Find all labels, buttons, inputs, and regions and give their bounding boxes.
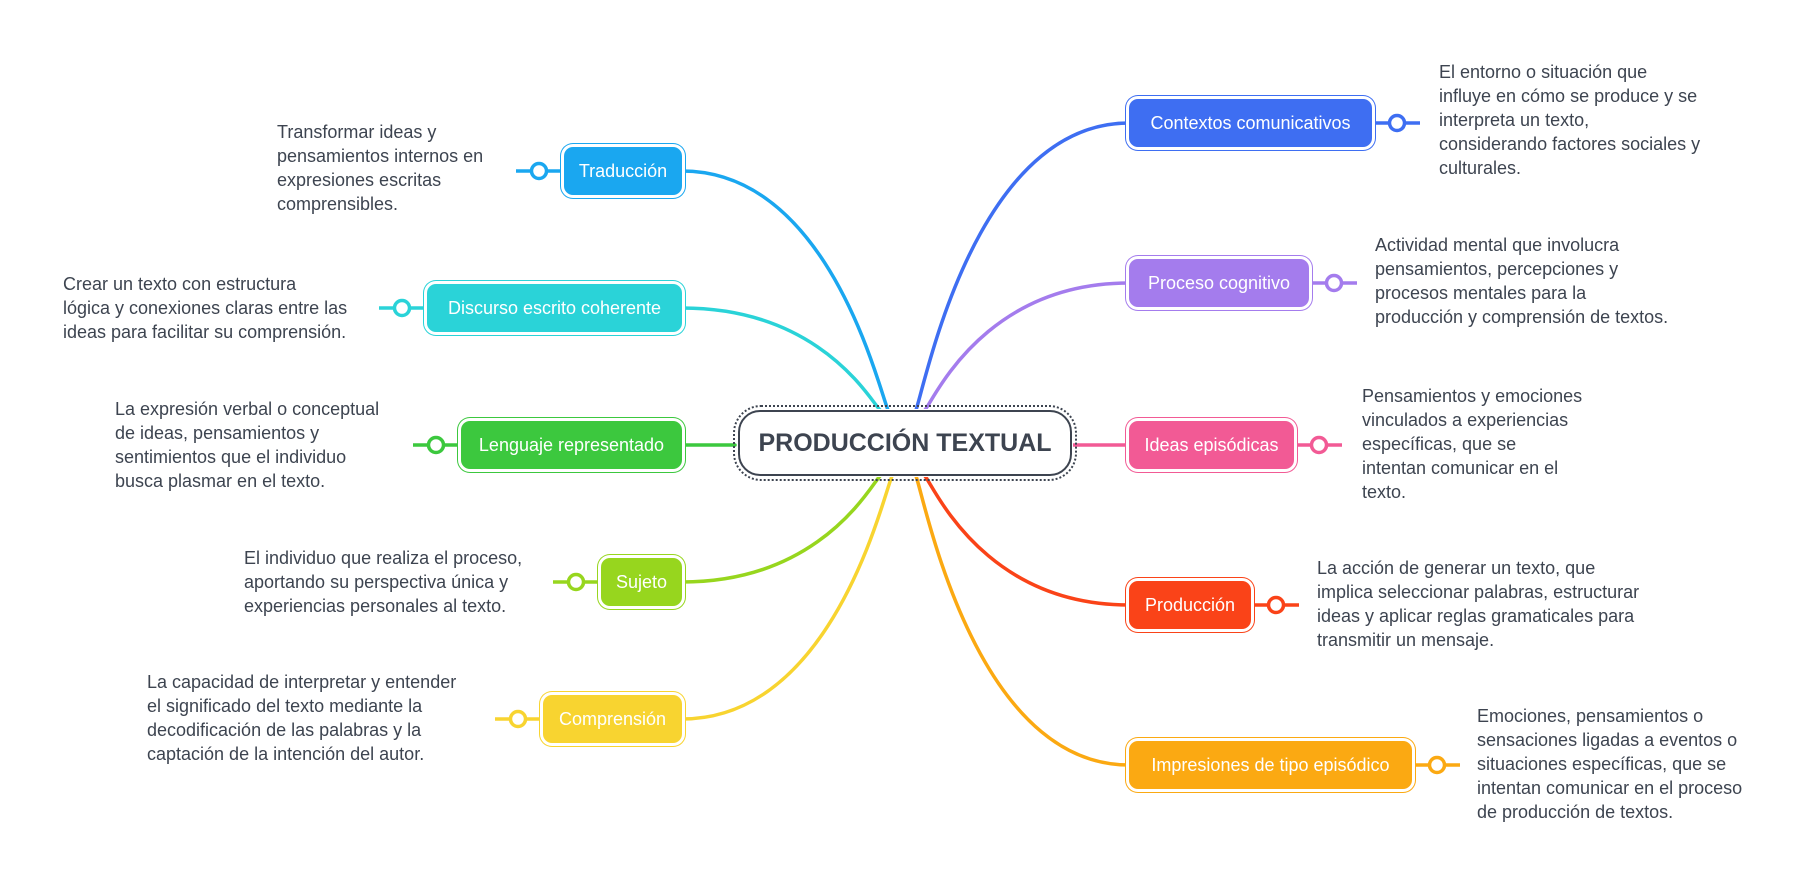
topic-node-lenguaje[interactable]: Lenguaje representado bbox=[461, 421, 682, 469]
topic-node-discurso[interactable]: Discurso escrito coherente bbox=[427, 284, 682, 332]
topic-label: Ideas episódicas bbox=[1144, 434, 1279, 455]
topic-node-comprension[interactable]: Comprensión bbox=[543, 695, 682, 743]
description-line: específicas, que se bbox=[1362, 434, 1517, 454]
collapse-toggle-icon[interactable] bbox=[426, 435, 446, 455]
description-line: transmitir un mensaje. bbox=[1317, 630, 1495, 650]
description-line: El entorno o situación que bbox=[1439, 62, 1648, 82]
topic-description-traduccion: Transformar ideas y pensamientos internos… bbox=[277, 120, 483, 216]
description-line: La capacidad de interpretar y entender bbox=[147, 672, 457, 692]
description-line: sentimientos que el individuo bbox=[115, 447, 347, 467]
topic-node-produccion[interactable]: Producción bbox=[1129, 581, 1251, 629]
branch-line bbox=[680, 306, 882, 412]
collapse-toggle-icon[interactable] bbox=[392, 298, 412, 318]
topic-description-ideas: Pensamientos y emociones vinculados a exp… bbox=[1362, 384, 1582, 504]
topic-label: Sujeto bbox=[615, 571, 668, 592]
central-topic-title: PRODUCCIÓN TEXTUAL bbox=[758, 428, 1052, 457]
topic-label: Lenguaje representado bbox=[478, 434, 665, 455]
topic-description-lenguaje: La expresión verbal o conceptual de ideas… bbox=[115, 397, 379, 493]
description-line: Transformar ideas y bbox=[277, 122, 437, 142]
description-line: situaciones específicas, que se bbox=[1477, 754, 1727, 774]
description-line: Actividad mental que involucra bbox=[1375, 235, 1620, 255]
description-line: Emociones, pensamientos o bbox=[1477, 706, 1704, 726]
description-line: de ideas, pensamientos y bbox=[115, 423, 320, 443]
description-line: el significado del texto mediante la bbox=[147, 696, 423, 716]
description-line: considerando factores sociales y bbox=[1439, 134, 1701, 154]
topic-node-traduccion[interactable]: Traducción bbox=[564, 147, 682, 195]
description-line: texto. bbox=[1362, 482, 1407, 502]
topic-node-contextos[interactable]: Contextos comunicativos bbox=[1129, 99, 1372, 147]
description-line: de producción de textos. bbox=[1477, 802, 1674, 822]
description-line: El individuo que realiza el proceso, bbox=[244, 548, 523, 568]
topic-label: Impresiones de tipo episódico bbox=[1151, 754, 1390, 775]
description-line: procesos mentales para la bbox=[1375, 283, 1587, 303]
description-line: comprensibles. bbox=[277, 194, 399, 214]
description-line: producción y comprensión de textos. bbox=[1375, 307, 1669, 327]
description-line: intentan comunicar en el proceso bbox=[1477, 778, 1743, 798]
topic-node-impresiones[interactable]: Impresiones de tipo episódico bbox=[1129, 741, 1412, 789]
description-line: influye en cómo se produce y se bbox=[1439, 86, 1698, 106]
topic-label: Contextos comunicativos bbox=[1150, 112, 1351, 133]
branch-line bbox=[680, 474, 894, 721]
branch-line bbox=[914, 121, 1131, 412]
description-line: vinculados a experiencias bbox=[1362, 410, 1569, 430]
branch-line bbox=[923, 474, 1131, 607]
description-line: implica seleccionar palabras, estructura… bbox=[1317, 582, 1640, 602]
description-line: lógica y conexiones claras entre las bbox=[63, 298, 348, 318]
description-line: culturales. bbox=[1439, 158, 1522, 178]
description-line: Pensamientos y emociones bbox=[1362, 386, 1583, 406]
topic-description-contextos: El entorno o situación que influye en cóm… bbox=[1439, 60, 1700, 180]
collapse-toggle-icon[interactable] bbox=[508, 709, 528, 729]
collapse-toggle-icon[interactable] bbox=[566, 572, 586, 592]
description-line: ideas para facilitar su comprensión. bbox=[63, 322, 347, 342]
topic-description-impresiones: Emociones, pensamientos o sensaciones lig… bbox=[1477, 704, 1742, 824]
collapse-toggle-icon[interactable] bbox=[1427, 755, 1447, 775]
description-line: pensamientos, percepciones y bbox=[1375, 259, 1619, 279]
description-line: Crear un texto con estructura bbox=[63, 274, 297, 294]
collapse-toggle-icon[interactable] bbox=[529, 161, 549, 181]
topic-label: Proceso cognitivo bbox=[1147, 272, 1291, 293]
collapse-toggle-icon[interactable] bbox=[1309, 435, 1329, 455]
topic-description-produccion: La acción de generar un texto, que implic… bbox=[1317, 556, 1639, 652]
description-line: captación de la intención del autor. bbox=[147, 744, 425, 764]
description-line: ideas y aplicar reglas gramaticales para bbox=[1317, 606, 1635, 626]
topic-node-ideas[interactable]: Ideas episódicas bbox=[1129, 421, 1294, 469]
branch-line bbox=[680, 474, 882, 584]
topic-node-proceso[interactable]: Proceso cognitivo bbox=[1129, 259, 1309, 307]
topic-description-comprension: La capacidad de interpretar y entender el… bbox=[147, 670, 456, 766]
topic-label: Producción bbox=[1144, 594, 1236, 615]
topic-label: Comprensión bbox=[558, 708, 667, 729]
collapse-toggle-icon[interactable] bbox=[1387, 113, 1407, 133]
description-line: expresiones escritas bbox=[277, 170, 442, 190]
branch-line bbox=[914, 474, 1131, 767]
description-line: interpreta un texto, bbox=[1439, 110, 1590, 130]
description-line: pensamientos internos en bbox=[277, 146, 484, 166]
description-line: intentan comunicar en el bbox=[1362, 458, 1559, 478]
topic-node-sujeto[interactable]: Sujeto bbox=[601, 558, 682, 606]
branch-line bbox=[923, 281, 1131, 412]
collapse-toggle-icon[interactable] bbox=[1324, 273, 1344, 293]
description-line: La acción de generar un texto, que bbox=[1317, 558, 1596, 578]
description-line: La expresión verbal o conceptual bbox=[115, 399, 380, 419]
collapse-toggle-icon[interactable] bbox=[1266, 595, 1286, 615]
description-line: aportando su perspectiva única y bbox=[244, 572, 509, 592]
topic-description-sujeto: El individuo que realiza el proceso, apor… bbox=[244, 546, 522, 618]
topic-description-discurso: Crear un texto con estructura lógica y co… bbox=[63, 272, 347, 344]
description-line: decodificación de las palabras y la bbox=[147, 720, 422, 740]
central-topic[interactable]: PRODUCCIÓN TEXTUAL bbox=[733, 405, 1077, 481]
topic-label: Discurso escrito coherente bbox=[447, 297, 662, 318]
branch-line bbox=[680, 169, 890, 412]
description-line: sensaciones ligadas a eventos o bbox=[1477, 730, 1738, 750]
description-line: experiencias personales al texto. bbox=[244, 596, 507, 616]
topic-description-proceso: Actividad mental que involucra pensamient… bbox=[1375, 233, 1668, 329]
topic-label: Traducción bbox=[578, 160, 668, 181]
description-line: busca plasmar en el texto. bbox=[115, 471, 326, 491]
